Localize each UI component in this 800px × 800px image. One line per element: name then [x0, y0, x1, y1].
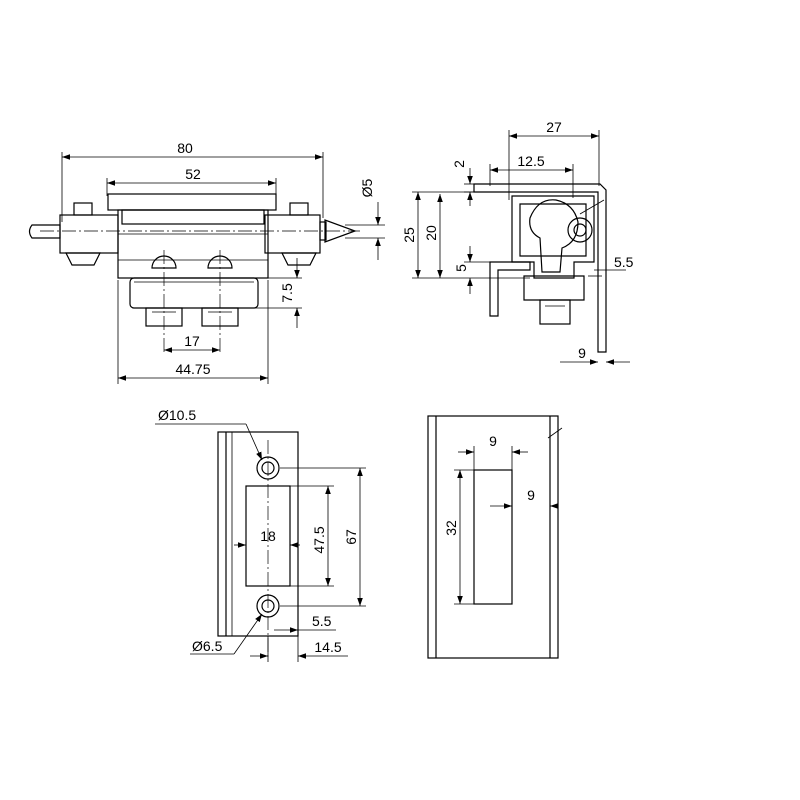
dim-front-height: 7.5 — [279, 283, 295, 303]
dim-bolt-spacing: 17 — [184, 333, 200, 349]
dim-plate-hole-large: Ø10.5 — [158, 407, 196, 423]
cover-plate-view: 9 9 32 — [427, 415, 563, 659]
dim-plate-width: 14.5 — [314, 639, 341, 655]
dim-cover-slot-height: 32 — [443, 520, 459, 536]
dim-side-small: 5 — [453, 264, 469, 272]
dim-plate-slot-height: 47.5 — [311, 526, 327, 553]
dim-plate-slot-width: 18 — [260, 528, 276, 544]
dim-front-width: 80 — [177, 140, 193, 156]
dim-side-height: 25 — [401, 227, 417, 243]
side-view: 27 12.5 2 25 20 5 5.5 9 — [401, 119, 634, 365]
strike-plate-view: Ø10.5 18 47.5 67 5.5 Ø6.5 14.5 — [155, 407, 366, 662]
dim-side-inner: 12.5 — [517, 153, 544, 169]
dim-plate-offset: 5.5 — [312, 613, 332, 629]
dim-side-top-gap: 2 — [451, 160, 467, 168]
dim-cover-offset: 9 — [527, 487, 535, 503]
dim-side-width: 27 — [546, 119, 562, 135]
dim-plate-hole-small: Ø6.5 — [192, 638, 223, 654]
front-view: 80 52 Ø5 7.5 17 44.75 — [28, 140, 385, 384]
dim-base-width: 44.75 — [175, 361, 210, 377]
dim-side-inner-height: 20 — [423, 225, 439, 241]
dim-side-offset: 5.5 — [614, 254, 634, 270]
dim-plate-total-height: 67 — [343, 529, 359, 545]
dim-cover-slot-width: 9 — [489, 433, 497, 449]
dim-pin-dia: Ø5 — [359, 178, 375, 197]
dim-side-bottom: 9 — [578, 345, 586, 361]
dim-front-inner: 52 — [185, 166, 201, 182]
